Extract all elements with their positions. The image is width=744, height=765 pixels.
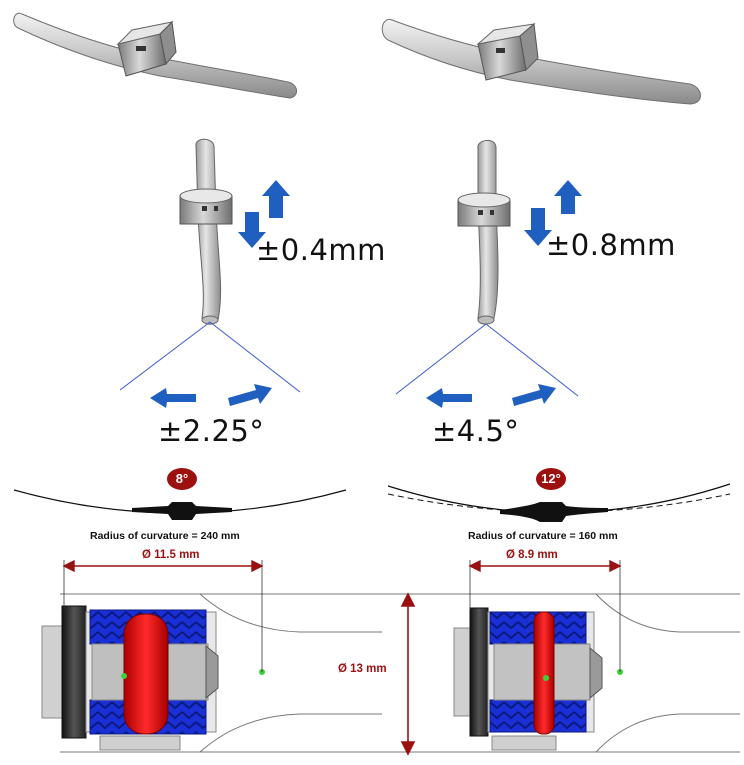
tube-diameter-dimension <box>400 592 416 756</box>
left-cross-section <box>41 605 265 751</box>
left-outer-diameter-label: Ø 11.5 mm <box>142 549 200 561</box>
right-tilt-range-label: ±4.5° <box>432 414 520 448</box>
right-outer-diameter-label: Ø 8.9 mm <box>506 549 558 561</box>
left-radius-label: Radius of curvature = 240 mm <box>90 530 240 542</box>
left-tilt-arrows <box>150 384 272 408</box>
left-vertical-collar <box>179 188 233 225</box>
right-top-rod <box>381 18 701 105</box>
right-bend-angle-badge: 12° <box>536 468 566 490</box>
tube-diameter-label: Ø 13 mm <box>338 663 387 675</box>
left-tilt-range-label: ±2.25° <box>158 414 265 448</box>
right-cross-section <box>453 607 623 751</box>
left-bent-device <box>132 502 232 520</box>
left-axial-travel-label: ±0.4mm <box>256 233 386 267</box>
left-axial-arrows <box>238 180 290 248</box>
right-radius-label: Radius of curvature = 160 mm <box>468 530 618 542</box>
right-top-collar <box>476 23 539 81</box>
tube-outline <box>60 593 740 753</box>
right-bent-device <box>500 502 608 522</box>
right-diameter-dimension <box>468 559 622 672</box>
left-bend-angle-badge: 8° <box>167 468 197 490</box>
right-axial-arrows <box>524 180 582 246</box>
right-axial-travel-label: ±0.8mm <box>546 228 676 262</box>
left-top-rod <box>13 12 297 99</box>
right-tilt-arrows <box>426 384 556 408</box>
right-tilt-cone <box>395 323 579 397</box>
right-vertical-collar <box>457 192 511 227</box>
left-tilt-cone <box>119 321 301 393</box>
right-vertical-rod <box>457 140 511 325</box>
left-vertical-rod <box>179 138 233 325</box>
left-top-collar <box>116 20 177 77</box>
left-diameter-dimension <box>62 559 264 672</box>
